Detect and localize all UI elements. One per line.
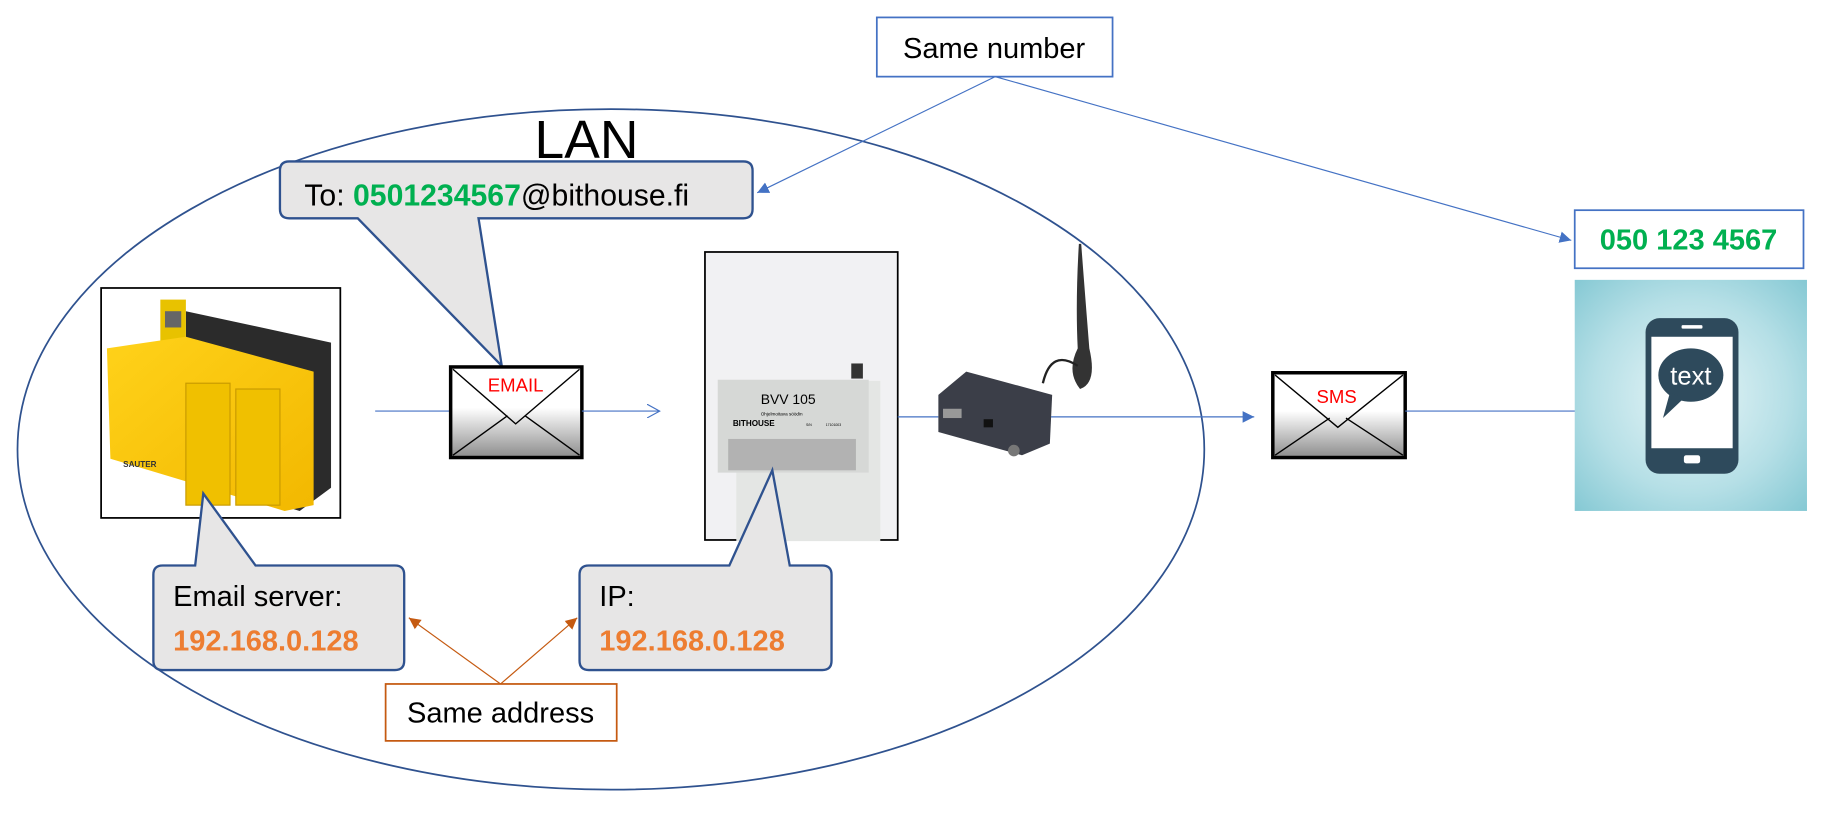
lan-boundary	[16, 108, 1206, 791]
svg-text:Same address: Same address	[407, 697, 594, 729]
svg-text:050 123 4567: 050 123 4567	[1600, 225, 1778, 257]
svg-text:Same number: Same number	[903, 33, 1086, 65]
bvv105-device-image: BVV 105 Ohjelmoitava söödin BITHOUSE S/N…	[704, 251, 899, 542]
sauter-controller-image: SAUTER	[100, 287, 342, 519]
svg-text:SMS: SMS	[1317, 386, 1357, 407]
svg-text:SAUTER: SAUTER	[123, 460, 156, 469]
svg-text:Ohjelmoitava söödin: Ohjelmoitava söödin	[761, 412, 803, 417]
svg-text:text: text	[1670, 362, 1711, 390]
same-address-arrow-device	[500, 617, 578, 685]
same-address-box: Same address	[384, 683, 618, 742]
email-envelope-icon: EMAIL	[448, 365, 584, 460]
svg-text:EMAIL: EMAIL	[488, 374, 544, 395]
email-number: 0501234567	[353, 180, 521, 213]
gsm-modem-image	[938, 243, 1092, 457]
svg-text:BITHOUSE: BITHOUSE	[733, 419, 775, 428]
same-number-arrow-email	[756, 76, 996, 194]
email-server-callout: Email server: 192.168.0.128	[152, 490, 406, 672]
svg-text:BVV 105: BVV 105	[761, 391, 816, 407]
email-server-ip: 192.168.0.128	[173, 625, 359, 657]
lan-title: LAN	[535, 111, 639, 170]
svg-text:IP:: IP:	[599, 581, 634, 613]
phone-number-box: 050 123 4567	[1573, 209, 1805, 270]
same-number-arrow-phone	[995, 76, 1572, 243]
ip-callout: IP: 192.168.0.128	[578, 466, 833, 672]
svg-text:Email server:: Email server:	[173, 581, 342, 613]
sms-envelope-icon: SMS	[1271, 371, 1407, 460]
phone-sms-icon: text	[1574, 279, 1807, 511]
svg-text:17101003: 17101003	[826, 423, 842, 427]
email-address-callout: To: 0501234567@bithouse.fi	[278, 160, 754, 370]
device-ip: 192.168.0.128	[599, 625, 785, 657]
same-number-box: Same number	[875, 16, 1114, 78]
same-address-arrow-server	[408, 617, 501, 685]
svg-text:To: 0501234567@bithouse.fi: To: 0501234567@bithouse.fi	[304, 180, 689, 213]
svg-text:S/N: S/N	[806, 423, 812, 427]
